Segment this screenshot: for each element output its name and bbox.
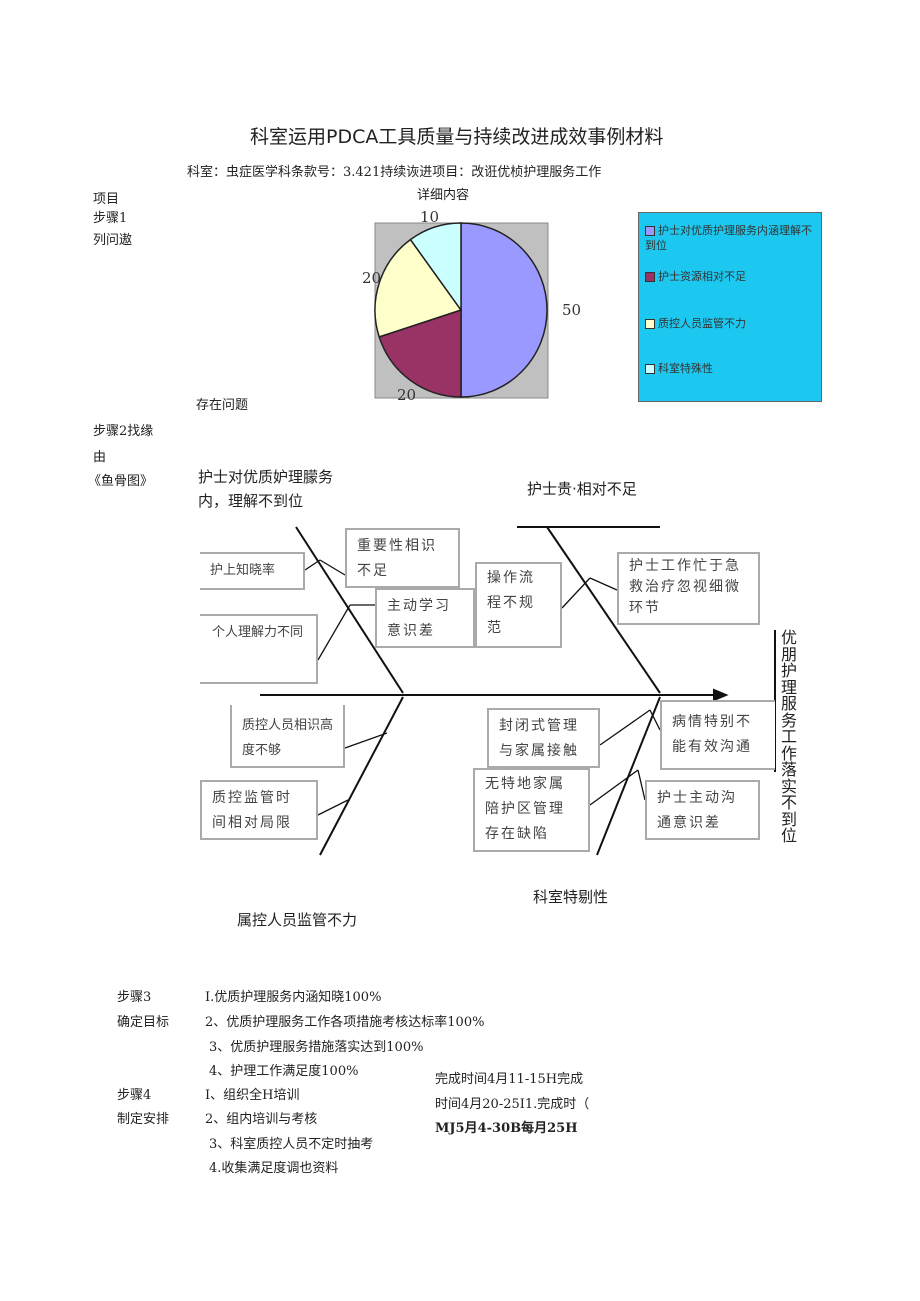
step4-item: 4.收集满足度调也资料 xyxy=(209,1161,339,1176)
step3-item: 2、优质护理服务工作各项措施考核达标率100% xyxy=(205,1015,485,1030)
pie-data-label: 20 xyxy=(397,386,416,404)
label-step2c: 《鱼骨图》 xyxy=(88,474,154,489)
cause-box: 操作流程不规范 xyxy=(475,562,562,648)
pie-slice xyxy=(460,222,548,398)
legend-swatch xyxy=(645,272,655,282)
category-label-1b: 内，理解不到位 xyxy=(198,492,304,510)
step4-time: 完成时间4月11-15H完成 xyxy=(435,1072,584,1087)
subtitle: 科室：虫症医学科条款号：3.421持续诙进项目：改诳优桢护理服务工作 xyxy=(187,165,602,180)
legend-item: 护士对优质护理服务内涵理解不到位 xyxy=(645,223,817,253)
page-title: 科室运用PDCA工具质量与持续改进成效事例材料 xyxy=(250,126,664,148)
legend-item: 科室特殊性 xyxy=(645,361,817,376)
step3-item: 3、优质护理服务措施落实达到100% xyxy=(209,1040,424,1055)
cause-box: 护上知晓率 xyxy=(200,552,305,590)
cause-box: 护士主动沟通意识差 xyxy=(645,780,760,840)
step4-item: 2、组内培训与考核 xyxy=(205,1112,318,1127)
step4-time: 时间4月20-25I1.完成时（ xyxy=(435,1097,590,1112)
pie-chart: 50 20 20 10 xyxy=(362,208,580,404)
fishbone-head: 优朋护理服务工作落实不到位 xyxy=(781,628,798,845)
step4-label2: 制定安排 xyxy=(117,1112,170,1127)
cause-box: 重要性相识不足 xyxy=(345,528,460,588)
problem-label: 存在问题 xyxy=(196,398,249,413)
pie-data-label: 20 xyxy=(362,269,381,287)
label-step2b: 由 xyxy=(93,450,107,465)
legend-label: 护士对优质护理服务内涵理解不到位 xyxy=(645,224,812,252)
cause-box: 主动学习意识差 xyxy=(375,588,475,648)
step4-label: 步骤4 xyxy=(117,1088,152,1103)
label-step1: 步骤1 xyxy=(93,211,128,226)
cause-box: 个人理解力不同 xyxy=(200,614,318,684)
pie-slice xyxy=(378,308,462,398)
legend-label: 护士资源相对不足 xyxy=(658,270,746,283)
legend-item: 护士资源相对不足 xyxy=(645,269,817,284)
category-label-2: 护士贵·相对不足 xyxy=(527,480,637,498)
legend-swatch xyxy=(645,319,655,329)
step4-time: MJ5月4-30B每月25H xyxy=(435,1121,578,1136)
legend-swatch xyxy=(645,364,655,374)
pie-legend: 护士对优质护理服务内涵理解不到位 护士资源相对不足 质控人员监管不力 科室特殊性 xyxy=(638,212,822,402)
step3-item: 4、护理工作满足度100% xyxy=(209,1064,359,1079)
pie-slice xyxy=(374,238,463,338)
cause-box: 质控监管时间相对局限 xyxy=(200,780,318,840)
label-item: 项目 xyxy=(93,192,120,207)
step3-label: 步骤3 xyxy=(117,990,152,1005)
category-label-4: 属控人员监管不力 xyxy=(237,911,358,929)
cause-box: 封闭式管理与家属接触 xyxy=(487,708,600,768)
step4-item: I、组织全H培训 xyxy=(205,1088,300,1103)
step4-item: 3、科室质控人员不定时抽考 xyxy=(209,1137,374,1152)
pie-data-label: 10 xyxy=(420,208,439,226)
cause-box: 无特地家属陪护区管理存在缺陷 xyxy=(473,768,590,852)
legend-swatch xyxy=(645,226,655,236)
label-step2a: 步骤2找缘 xyxy=(93,424,154,439)
step3-label2: 确定目标 xyxy=(117,1015,170,1030)
detail-header: 详细内容 xyxy=(417,188,470,203)
category-label-3: 科室特剔性 xyxy=(533,888,609,906)
legend-label: 科室特殊性 xyxy=(658,362,713,375)
label-step1b: 列问遨 xyxy=(93,233,133,248)
pie-slice xyxy=(409,222,462,313)
legend-label: 质控人员监管不力 xyxy=(658,317,746,330)
cause-box: 病情特别不能有效沟通 xyxy=(660,700,775,770)
legend-item: 质控人员监管不力 xyxy=(645,316,817,331)
pie-data-label: 50 xyxy=(562,301,580,319)
step3-item: I.优质护理服务内涵知晓100% xyxy=(205,990,382,1005)
category-label-1a: 护士对优质妒理朦务 xyxy=(198,468,334,486)
cause-box: 护士工作忙于急救治疗忽视细微环节 xyxy=(617,552,760,625)
cause-box: 质控人员相识高度不够 xyxy=(230,705,345,768)
